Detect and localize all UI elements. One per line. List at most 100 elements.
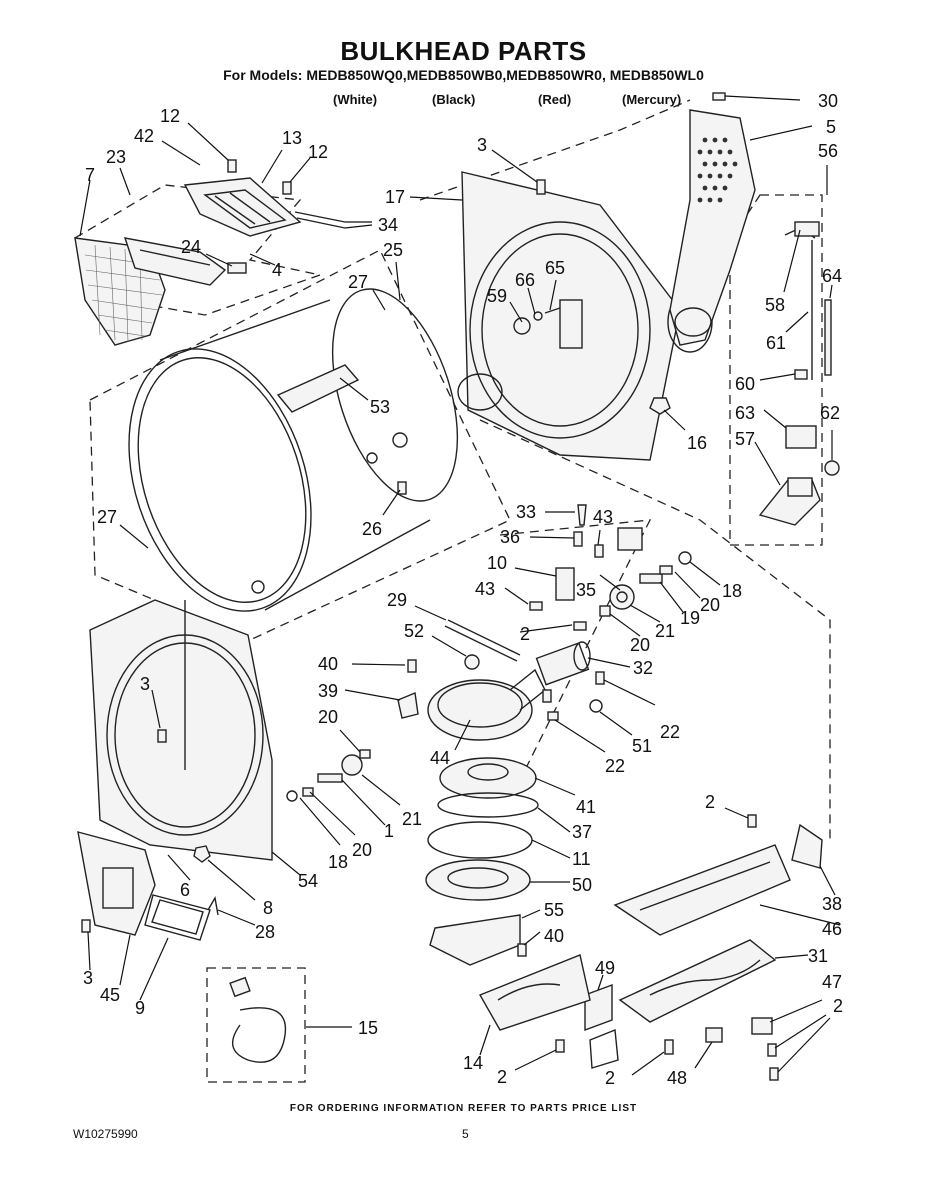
variant-black: (Black) (432, 92, 476, 107)
front-washer-18b (286, 790, 298, 802)
callout-59: 59 (487, 286, 507, 306)
clip-20b (599, 605, 611, 617)
callout-2-quinary: 2 (605, 1068, 615, 1088)
callout-35: 35 (576, 580, 596, 600)
callout-20-secondary: 20 (630, 635, 650, 655)
callout-3-secondary: 3 (140, 674, 150, 694)
harness-bracket-14 (478, 954, 591, 1031)
callout-44: 44 (430, 748, 450, 768)
drum-part (128, 288, 459, 612)
callout-38: 38 (822, 894, 842, 914)
bracket-63 (785, 425, 817, 449)
harness-kit-outline (206, 967, 306, 1083)
front-clip-20e (302, 787, 314, 797)
callout-65: 65 (545, 258, 565, 278)
callout-40: 40 (318, 654, 338, 674)
screw-22a (595, 671, 605, 685)
callout-30: 30 (818, 91, 838, 111)
callout-22: 22 (660, 722, 680, 742)
screw-40b (517, 943, 527, 957)
lint-screw-12b (282, 181, 292, 195)
page-title: BULKHEAD PARTS (340, 36, 587, 66)
bracket-49 (584, 983, 619, 1069)
callout-20: 20 (700, 595, 720, 615)
shaft-19 (639, 573, 663, 584)
callout-12: 12 (160, 106, 180, 126)
callout-27-secondary: 27 (97, 507, 117, 527)
callout-46: 46 (822, 919, 842, 939)
callout-39: 39 (318, 681, 338, 701)
drive-belt-29 (444, 619, 521, 662)
models-line: For Models: MEDB850WQ0,MEDB850WB0,MEDB85… (223, 67, 704, 83)
front-nut-8 (193, 845, 211, 863)
gasket-37 (437, 792, 539, 818)
thermistor-33 (577, 504, 587, 526)
idler-pulley-52 (464, 654, 480, 670)
callout-51: 51 (632, 736, 652, 756)
callout-23: 23 (106, 147, 126, 167)
callout-45: 45 (100, 985, 120, 1005)
seal-11 (427, 821, 533, 859)
callout-2-tertiary: 2 (833, 996, 843, 1016)
clip-51 (589, 699, 603, 713)
screw-43b (529, 601, 543, 611)
clip-60 (794, 369, 808, 380)
bearing-59 (513, 317, 531, 335)
front-screw-3b (157, 729, 167, 743)
lint-sensor-part (227, 262, 247, 274)
callout-31: 31 (808, 946, 828, 966)
callout-24: 24 (181, 237, 201, 257)
callout-34: 34 (378, 215, 398, 235)
callout-10: 10 (487, 553, 507, 573)
callout-12-secondary: 12 (308, 142, 328, 162)
front-gasket-9 (144, 894, 211, 941)
callout-16: 16 (687, 433, 707, 453)
lint-duct-bracket-part (123, 237, 227, 286)
rear-assembly-outline (479, 419, 831, 840)
heater-housing-46 (613, 844, 791, 936)
variant-mercury: (Mercury) (622, 92, 682, 107)
lint-filter-cover-part (183, 177, 302, 237)
callout-54: 54 (298, 871, 318, 891)
drive-motor-32 (535, 641, 591, 686)
callout-43: 43 (593, 507, 613, 527)
nozzle-62 (824, 460, 840, 476)
callout-6: 6 (180, 880, 190, 900)
callout-64: 64 (822, 266, 842, 286)
screw-2f (555, 1039, 565, 1053)
callout-8: 8 (263, 898, 273, 918)
blower-cover-50 (425, 859, 531, 901)
variant-white: (White) (333, 92, 378, 107)
clip-20a (659, 565, 673, 575)
front-shaft-1 (317, 773, 343, 783)
callout-21-secondary: 21 (402, 809, 422, 829)
callout-57: 57 (735, 429, 755, 449)
callout-17: 17 (385, 187, 405, 207)
cutoff-48 (705, 1027, 723, 1043)
washer-66 (533, 311, 543, 321)
callout-50: 50 (572, 875, 592, 895)
washer-18a (678, 551, 692, 565)
callout-15: 15 (358, 1018, 378, 1038)
heater-cap-38 (791, 823, 823, 869)
screw-22b (542, 689, 552, 703)
water-inlet-hose-58 (784, 221, 820, 239)
callout-40-secondary: 40 (544, 926, 564, 946)
callout-36: 36 (500, 527, 520, 547)
callout-20-tertiary: 20 (318, 707, 338, 727)
callout-19: 19 (680, 608, 700, 628)
callout-9: 9 (135, 998, 145, 1018)
front-clip-28 (207, 895, 219, 916)
connector-36 (573, 531, 583, 547)
callout-18: 18 (722, 581, 742, 601)
callout-48: 48 (667, 1068, 687, 1088)
callout-62: 62 (820, 403, 840, 423)
callout-58: 58 (765, 295, 785, 315)
callout-20-quaternary: 20 (352, 840, 372, 860)
callout-66: 66 (515, 270, 535, 290)
screw-40a (407, 659, 417, 673)
callout-13: 13 (282, 128, 302, 148)
callout-labels: 30 5 56 12 42 13 12 23 7 3 17 34 24 4 25… (83, 91, 843, 1088)
callout-60: 60 (735, 374, 755, 394)
front-screw-3c (81, 919, 91, 933)
